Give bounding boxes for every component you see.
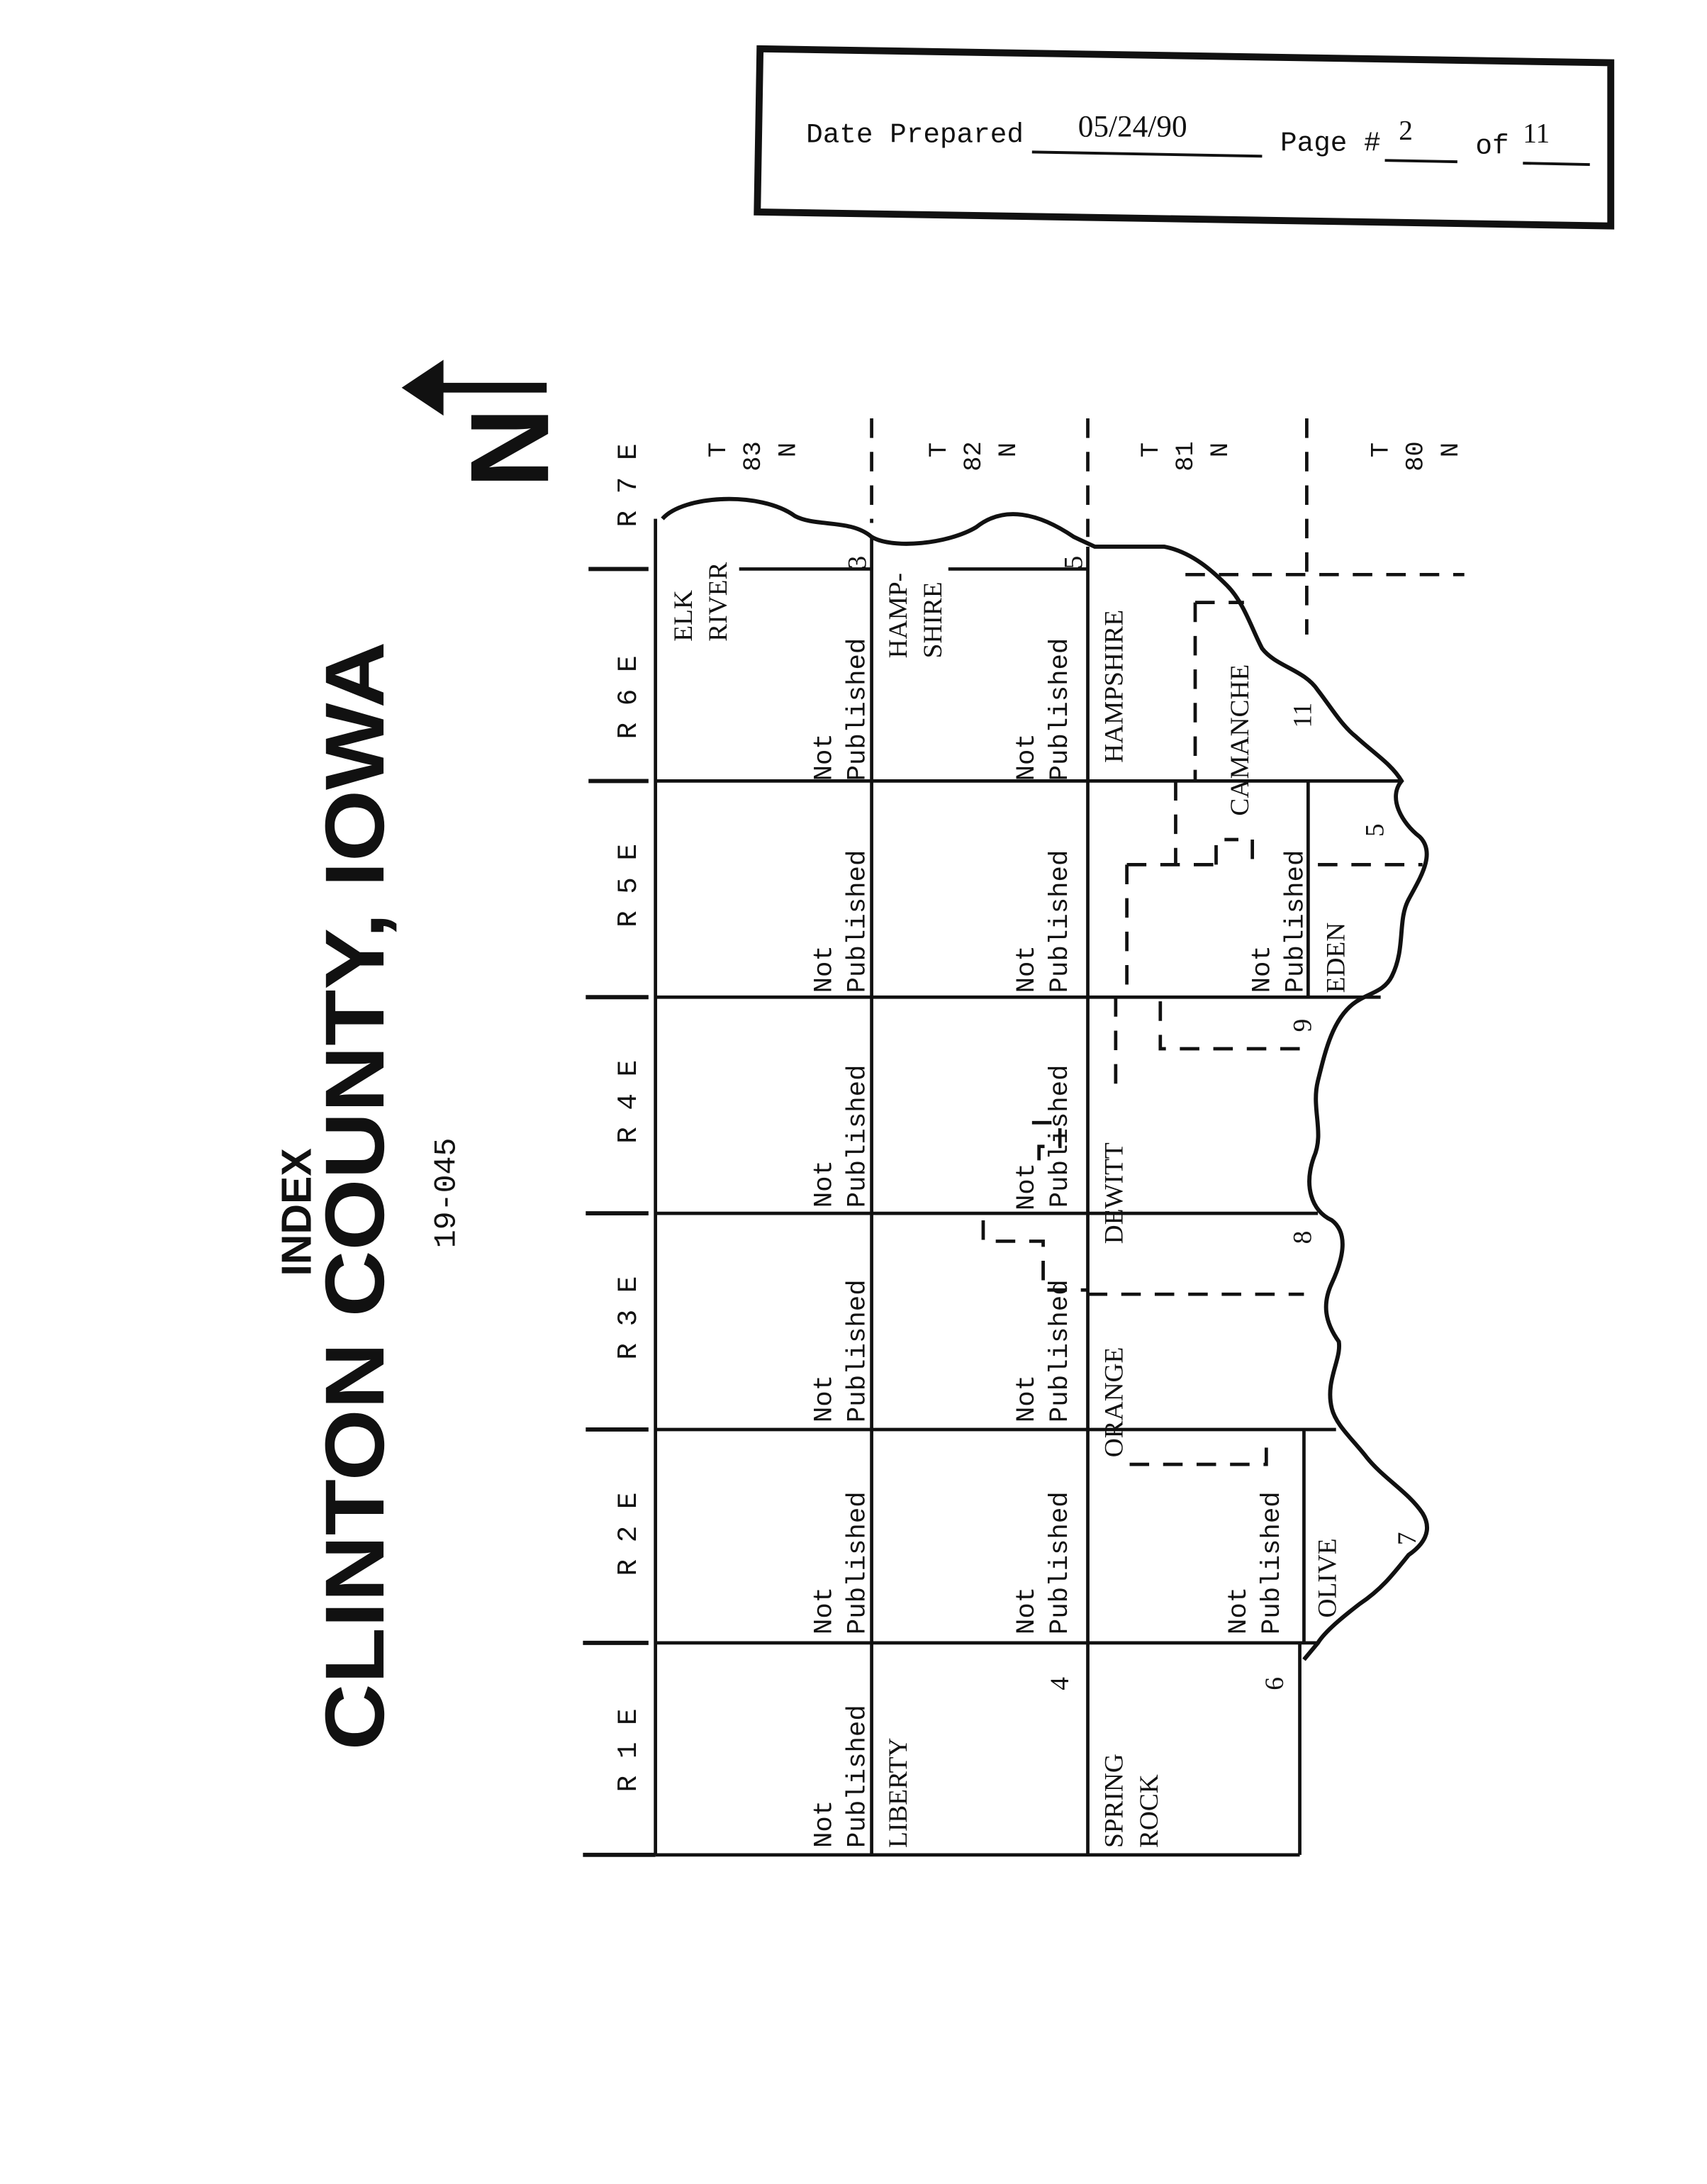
svg-text:81: 81 [1172,441,1200,471]
cell-labels: Not Published LIBERTY SPRING ROCK 4 6 No… [669,556,1422,1848]
date-prepared-label: Date Prepared [806,119,1024,151]
not-published-label: Published [1046,1279,1075,1422]
not-published-label: Not [810,1375,840,1422]
page-number-ref: 11 [1288,703,1317,728]
not-published-label: Published [844,850,873,993]
civil-township-boundaries [981,601,1423,1466]
township-name-liberty: LIBERTY [884,1738,913,1848]
not-published-label: Published [844,1064,873,1208]
not-published-label: Not [1224,1587,1254,1634]
township-label-t82n: T 82 N [925,441,1023,471]
index-heading: INDEX [274,1148,320,1276]
township-name-hampshire: HAMP- [884,573,913,658]
map-title: INDEX CLINTON COUNTY, IOWA 19-045 [274,642,464,1751]
not-published-label: Published [844,1491,873,1634]
range-label: R 3 E [612,1276,644,1360]
north-arrow: N [401,360,572,489]
svg-text:82: 82 [960,441,988,471]
svg-text:T: T [705,442,733,457]
not-published-label: Published [1046,1491,1075,1634]
north-label: N [448,408,572,489]
not-published-label: Not [1012,1375,1042,1422]
not-published-label: Published [1046,850,1075,993]
township-name-dewitt: DEWITT [1100,1142,1129,1244]
township-label-t81n: T 81 N [1137,441,1235,471]
not-published-label: Not [810,1160,840,1208]
not-published-label: Not [810,733,840,781]
not-published-label: Published [1046,1064,1075,1208]
svg-text:80: 80 [1402,441,1431,471]
page-number-ref: 7 [1393,1532,1422,1546]
page-number-label: Page # [1280,127,1381,159]
township-name-hampshire: HAMPSHIRE [1100,610,1129,763]
range-label: R 5 E [612,844,644,927]
page-total-label: of [1475,130,1509,162]
range-label: R 4 E [612,1060,644,1144]
township-name-orange: ORANGE [1100,1347,1129,1458]
svg-text:83: 83 [739,441,768,471]
not-published-label: Published [844,1279,873,1422]
date-prepared-box: Date Prepared 05/24/90 Page # 2 of 11 [754,45,1615,230]
township-name-spring-rock: SPRING [1100,1754,1129,1848]
township-label-t83n: T 83 N [705,441,802,471]
mississippi-river-boundary [661,496,1429,1661]
not-published-label: Not [1012,733,1042,781]
svg-text:T: T [1367,442,1395,457]
range-label: R 1 E [612,1708,644,1792]
not-published-label: Published [844,1705,873,1848]
township-label-t80n: T 80 N [1367,441,1465,471]
township-name-hampshire: SHIRE [919,581,948,658]
range-label: R 2 E [612,1492,644,1576]
page-total-value: 11 [1523,118,1550,149]
page-number-ref: 8 [1288,1231,1317,1244]
not-published-label: Published [1046,638,1075,781]
page-number-ref: 6 [1260,1677,1289,1690]
not-published-label: Not [810,945,840,993]
township-labels: T 83 N T 82 N T 81 N T 80 N [705,441,1465,471]
township-name-spring-rock: ROCK [1135,1774,1164,1848]
not-published-label: Not [1012,1163,1042,1210]
township-name-elk-river: RIVER [704,562,733,642]
county-code: 19-045 [429,1138,464,1249]
not-published-label: Published [844,638,873,781]
page-number-ref: 5 [1361,823,1390,837]
svg-text:T: T [1137,442,1165,457]
range-label: R 7 E [612,443,644,527]
township-name-olive: OLIVE [1314,1538,1343,1617]
range-label: R 6 E [612,655,644,739]
page-number-ref: 9 [1288,1019,1317,1032]
township-name-camanche: CAMANCHE [1226,664,1255,816]
date-prepared-value: 05/24/90 [1078,110,1187,144]
page-number-ref: 4 [1046,1677,1075,1690]
township-name-elk-river: ELK [669,590,698,642]
township-name-eden: EDEN [1321,923,1350,993]
page-number-ref: 3 [844,556,873,569]
svg-text:N: N [995,442,1023,457]
not-published-label: Not [810,1587,840,1634]
not-published-label: Not [1012,1587,1042,1634]
range-labels: R 1 E R 2 E R 3 E R 4 E R 5 E R 6 E R 7 … [612,443,644,1792]
svg-text:N: N [1207,442,1235,457]
svg-text:N: N [774,442,802,457]
range-township-grid [583,418,1465,1857]
not-published-label: Published [1258,1491,1287,1634]
not-published-label: Not [810,1800,840,1848]
page-number-ref-5: 5 [1060,556,1089,569]
page-number-value: 2 [1399,115,1413,146]
county-title: CLINTON COUNTY, IOWA [308,642,402,1751]
not-published-label: Published [1281,850,1311,993]
not-published-label: Not [1248,945,1277,993]
not-published-label: Not [1012,945,1042,993]
svg-text:T: T [925,442,953,457]
svg-text:N: N [1437,442,1465,457]
